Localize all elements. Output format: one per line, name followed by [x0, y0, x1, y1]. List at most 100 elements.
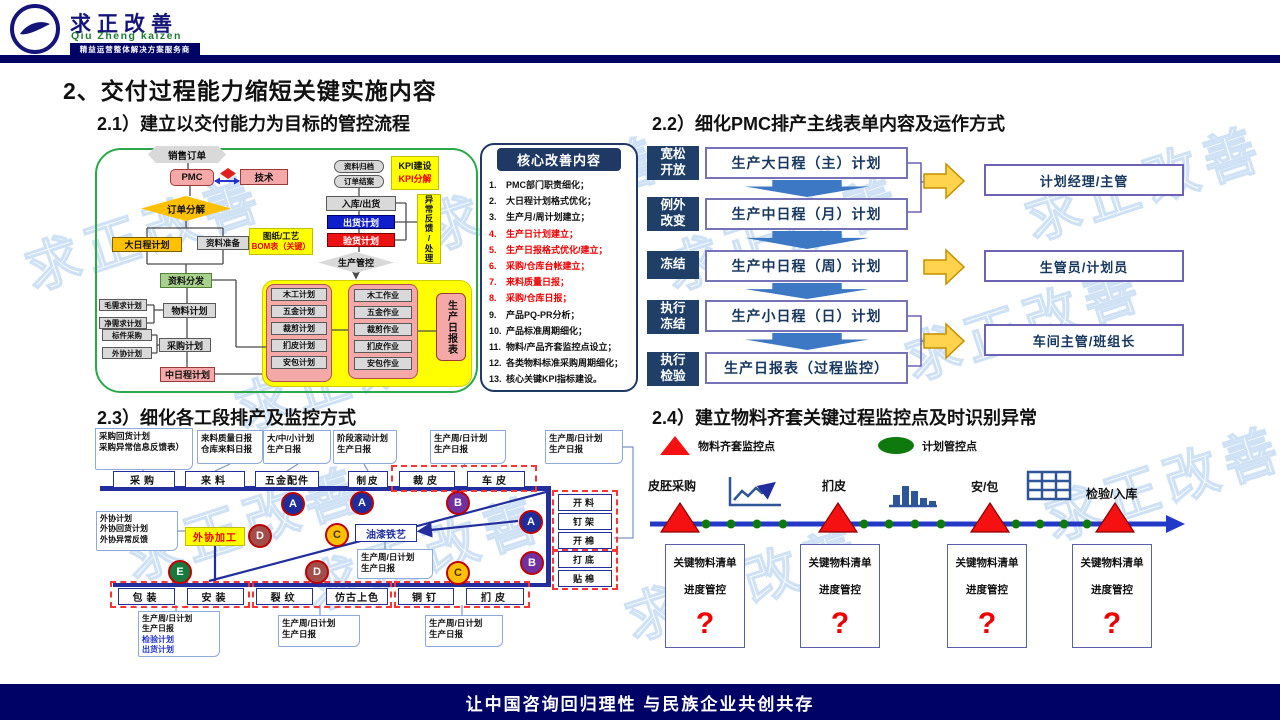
- monitor-point-C: C: [325, 523, 349, 547]
- core-item-text: 来料质量日报；: [506, 277, 570, 288]
- callout-line: 生产周/日计划: [549, 433, 603, 443]
- card-line2: 进度管控: [684, 584, 726, 596]
- monitor-point-B: B: [520, 551, 544, 575]
- header-divider: [0, 55, 1280, 63]
- core-item-text: 大日程计划格式优化；: [506, 196, 597, 207]
- node-net-req: 净需求计划: [99, 317, 147, 329]
- process-bar-vertical: [546, 486, 551, 587]
- node-plan-wood: 木工计划: [271, 288, 327, 301]
- stage-label: 冻结: [660, 257, 686, 272]
- node-mid-schedule: 中日程计划: [160, 367, 215, 382]
- core-item-num: 12.: [489, 358, 502, 369]
- callout-schedule-levels: 大/中/小计划 生产日报: [263, 430, 331, 464]
- flow-21-frame: [95, 148, 478, 393]
- brand-subtitle: Qiu Zheng kaizen: [71, 30, 182, 42]
- monitor-point-A: A: [519, 510, 543, 534]
- proc-nail-frame: 钉架: [558, 513, 612, 530]
- brand-name: 求正改善: [70, 13, 178, 36]
- core-item-num: 6.: [489, 261, 497, 272]
- core-box-title: 核心改善内容: [497, 148, 621, 171]
- role-workshop-lead: 车间主管/班组长: [984, 324, 1184, 356]
- core-item-text: 产品PQ-PR分析；: [506, 309, 580, 320]
- node-archive: 资料归档: [334, 160, 384, 173]
- brand-tagline: 精益运营整体解决方案服务商: [70, 43, 200, 55]
- legend-plan-label: 计划管控点: [922, 441, 977, 453]
- callout-line: 大/中/小计划: [267, 433, 315, 443]
- callout-week-day-plan: 生产周/日计划 生产日报: [278, 615, 360, 647]
- core-item-num: 7.: [489, 277, 497, 288]
- watermark: 求正改善: [1038, 417, 1280, 552]
- callout-rolling-plan: 阶段滚动计划 生产日报: [333, 430, 397, 464]
- core-item: 1.PMC部门职责细化；: [489, 177, 635, 193]
- callout-line: 外协异常反馈: [100, 534, 148, 544]
- core-item: 4.生产日计划建立；: [489, 226, 635, 242]
- core-item: 13.核心关键KPI指标建设。: [489, 371, 635, 387]
- proc-antique-color: 仿古上色: [326, 588, 388, 605]
- proc-open-cotton: 开棉: [558, 532, 612, 549]
- core-item: 3.生产月/周计划建立；: [489, 209, 635, 225]
- proc-crackle: 裂纹: [256, 588, 313, 605]
- core-item: 9.产品PQ-PR分析；: [489, 307, 635, 323]
- material-list-card: 关键物料清单 进度管控 ?: [665, 544, 745, 648]
- node-plan-cut: 裁剪计划: [271, 322, 327, 335]
- material-list-card: 关键物料清单 进度管控 ?: [947, 544, 1027, 648]
- proc-leather-cut: 裁皮: [399, 471, 455, 488]
- stage-label: 宽松开放: [660, 147, 686, 177]
- stage-frozen: 冻结: [647, 251, 699, 279]
- core-item: 5.生产日报格式优化/建立；: [489, 242, 635, 258]
- note-kpi: KPI建设 KPI分解: [391, 156, 439, 190]
- callout-incoming-reports: 来料质量日报 仓库来料日报: [197, 430, 263, 464]
- plan-day-schedule: 生产小日程（日）计划: [705, 300, 908, 332]
- section-23-heading: 2.3）细化各工段排产及监控方式: [97, 408, 357, 428]
- legend-material-label: 物料齐套监控点: [698, 441, 775, 453]
- callout-line: 生产周/日计划: [142, 614, 193, 623]
- down-arrow-icon: [745, 283, 869, 299]
- core-item-num: 8.: [489, 293, 497, 304]
- node-outsource-plan: 外协计划: [102, 347, 152, 359]
- core-item: 12.各类物料标准采购周期细化；: [489, 355, 635, 371]
- core-item: 6.采购/仓库台帐建立；: [489, 258, 635, 274]
- node-big-schedule: 大日程计划: [112, 237, 182, 252]
- proc-hardware: 五金配件: [255, 471, 319, 488]
- stage-exception-change: 例外改变: [647, 197, 699, 231]
- section-22-heading: 2.2）细化PMC排产主线表单内容及运作方式: [652, 114, 1006, 134]
- brand-swoosh-icon: [20, 22, 50, 35]
- down-arrow-icon: [745, 333, 869, 350]
- footer-slogan: 让中国咨询回归理性 与民族企业共创共存: [0, 684, 1280, 720]
- callout-pack-plans: 生产周/日计划 生产日报 检验计划 出货计划: [138, 611, 220, 657]
- stage-loose-open: 宽松开放: [647, 146, 699, 180]
- callout-line: 采购异常信息反馈表）: [99, 442, 185, 453]
- callout-line: 生产日报: [337, 444, 372, 455]
- callout-week-day-plan: 生产周/日计划 生产日报: [357, 549, 433, 579]
- card-line1: 关键物料清单: [808, 557, 872, 569]
- card-line2: 进度管控: [819, 584, 861, 596]
- core-item-num: 11.: [489, 342, 502, 353]
- plan-master-schedule: 生产大日程（主）计划: [705, 147, 908, 179]
- node-tech: 技术: [240, 169, 288, 185]
- node-material-prep: 资料准备: [197, 236, 249, 250]
- card-line2: 进度管控: [1091, 584, 1133, 596]
- stage-exec-check: 执行检验: [647, 352, 699, 386]
- node-abnormal-feedback: 异常反馈/处理: [417, 194, 441, 264]
- role-plan-manager: 计划经理/主管: [984, 164, 1184, 196]
- stage-label: 执行冻结: [660, 301, 686, 331]
- node-prod-control: 生产管控: [318, 252, 394, 273]
- node-plan-pack: 安包计划: [271, 356, 327, 369]
- legend-triangle-icon: [660, 436, 690, 455]
- callout-purchase-plans: 采购回货计划 采购异常信息反馈表）: [95, 428, 193, 470]
- monitor-point-B: B: [446, 491, 470, 515]
- proc-leather-sew: 车皮: [467, 471, 525, 488]
- core-item-text: 产品标准周期细化；: [506, 325, 588, 336]
- callout-line: 外协回货计划: [100, 524, 148, 534]
- note-drawing-bom: 图纸/工艺 BOM表（关键）: [249, 228, 313, 255]
- down-arrow-icon: [745, 180, 869, 197]
- proc-open-material: 开料: [558, 494, 612, 511]
- callout-line: 生产周/日计划: [434, 433, 488, 443]
- core-item-num: 13.: [489, 374, 502, 385]
- node-pmc: PMC: [170, 169, 214, 186]
- node-sales-order: 销售订单: [148, 146, 226, 163]
- callout-outsourcing-plans: 外协计划 外协回货计划 外协异常反馈: [96, 511, 178, 551]
- proc-assembly: 安装: [187, 588, 244, 605]
- node-inbound-outbound: 入库/出货: [326, 196, 396, 211]
- core-item: 7. 来料质量日报；: [489, 274, 635, 290]
